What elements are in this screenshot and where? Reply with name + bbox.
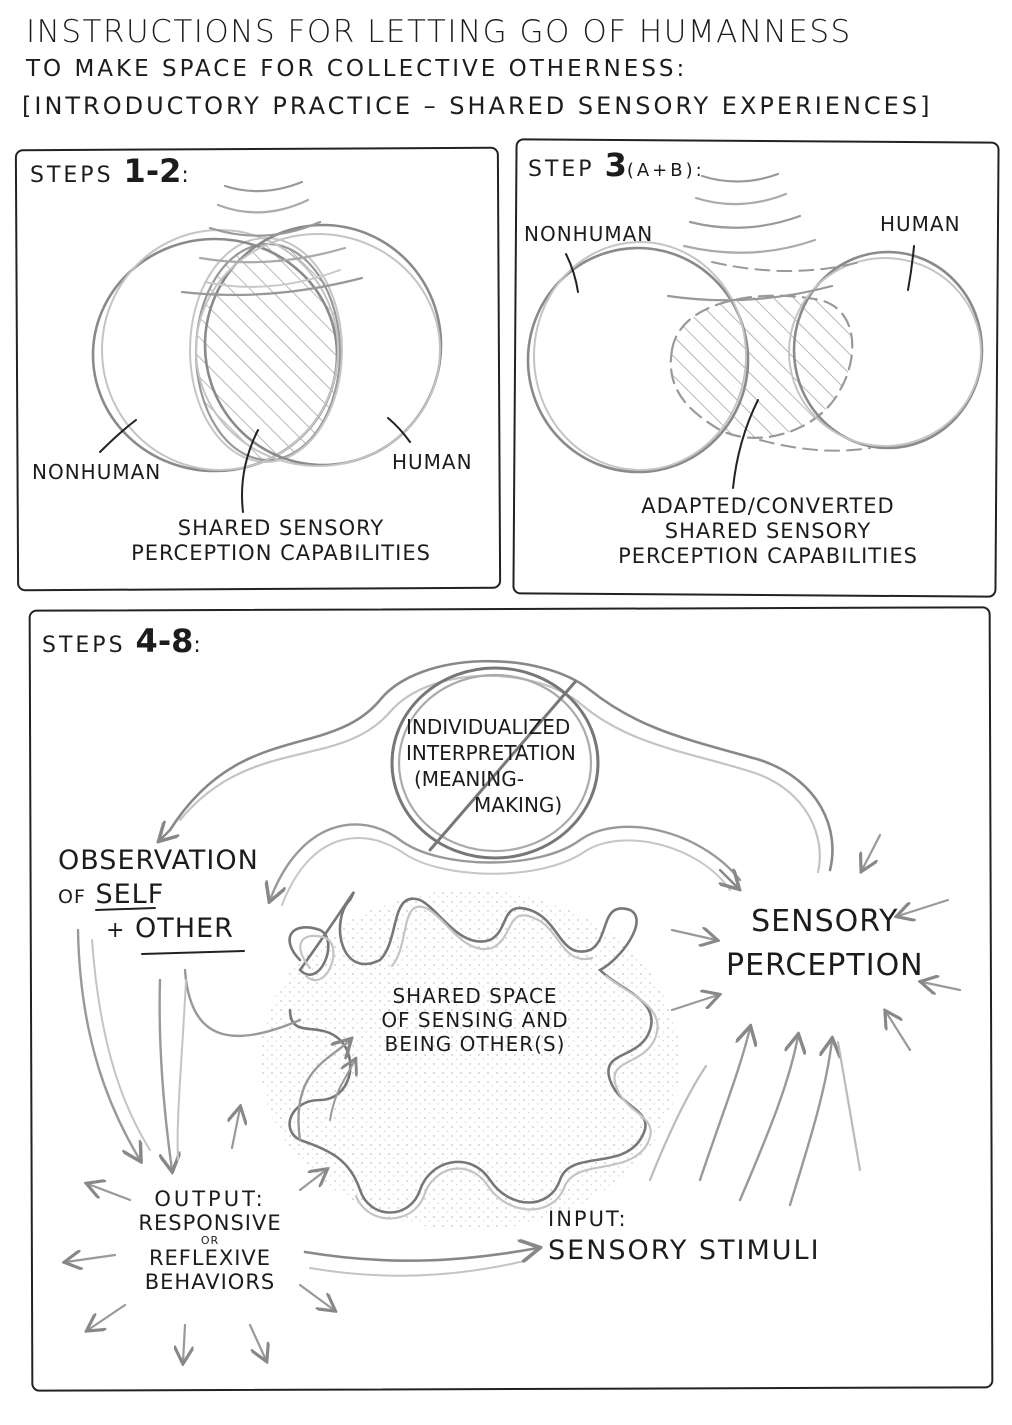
page-title: Instructions for letting go of humanness bbox=[26, 14, 852, 50]
output-label: Output: Responsive or reflexive behavior… bbox=[110, 1187, 310, 1294]
interpretation-loop bbox=[168, 659, 834, 872]
interpretation-line1: Individualized bbox=[406, 715, 571, 739]
panel3-diagram bbox=[66, 659, 962, 1362]
panel2-adapted-region bbox=[669, 294, 854, 439]
output-line2: Responsive bbox=[138, 1210, 282, 1235]
input-line1: Input: bbox=[548, 1207, 628, 1231]
panel2-step-suffix: (A+B): bbox=[626, 160, 705, 181]
input-line2: Sensory stimuli bbox=[548, 1235, 821, 1267]
panel2-nonhuman-label: Nonhuman bbox=[524, 222, 654, 246]
shared-space-line1: Shared space bbox=[392, 984, 558, 1008]
observation-plus: + bbox=[106, 917, 126, 943]
panel1-shared-line2: perception capabilities bbox=[131, 541, 431, 566]
shared-space-dots bbox=[260, 890, 680, 1230]
panel3-step-label: Steps bbox=[42, 633, 126, 658]
observation-self: self bbox=[95, 878, 165, 910]
interpretation-strike bbox=[428, 680, 577, 852]
panel1-nonhuman-label: Nonhuman bbox=[32, 460, 162, 484]
panel3-step-number: 4-8 bbox=[135, 622, 194, 660]
panel1-step-suffix: : bbox=[181, 163, 192, 188]
panel2-adapted-line1: Adapted/converted bbox=[641, 494, 895, 518]
panel1-shared-line1: Shared sensory bbox=[177, 516, 385, 540]
sensory-perception-label: Sensory perception bbox=[726, 900, 924, 987]
sensory-line2: perception bbox=[726, 947, 924, 983]
panel1-step-heading: Steps 1-2: bbox=[30, 152, 192, 190]
panel1-human-label: Human bbox=[392, 450, 473, 474]
interpretation-line3: (meaning- bbox=[414, 767, 524, 791]
panel2-step-heading: Step 3(A+B): bbox=[528, 146, 705, 184]
shared-space-line2: of sensing and bbox=[381, 1008, 569, 1032]
panel2-adapted-label: Adapted/converted shared sensory percept… bbox=[586, 494, 950, 570]
interpretation-circle bbox=[390, 666, 600, 860]
practice-heading: [introductory practice – shared sensory … bbox=[22, 92, 933, 120]
observation-of: of bbox=[58, 885, 86, 908]
panel2-human-label: Human bbox=[880, 212, 961, 236]
panel1-step-number: 1-2 bbox=[123, 152, 182, 190]
panel2-adapted-line2: shared sensory bbox=[664, 519, 872, 544]
shared-space-line3: being other(s) bbox=[384, 1032, 566, 1056]
sensory-line1: Sensory bbox=[751, 904, 899, 939]
output-line3: reflexive bbox=[148, 1246, 272, 1271]
panel2-step-number: 3 bbox=[604, 146, 627, 184]
panel2-human-circle bbox=[792, 250, 984, 450]
output-line1: Output: bbox=[154, 1187, 266, 1211]
panel1-venn bbox=[91, 180, 443, 513]
observation-other: other bbox=[135, 912, 234, 944]
input-label: Input: Sensory stimuli bbox=[548, 1206, 821, 1268]
panel1-shared-label: Shared sensory perception capabilities bbox=[122, 516, 440, 566]
panel2-venn bbox=[526, 172, 984, 489]
interpretation-line4: making) bbox=[474, 793, 563, 817]
panel2-step-label: Step bbox=[528, 157, 595, 182]
observation-label: Observation of self + other bbox=[58, 844, 259, 945]
panel2-adapted-line3: perception capabilities bbox=[618, 544, 918, 569]
panel2-nonhuman-circle bbox=[526, 246, 750, 474]
shared-space-label: Shared space of sensing and being other(… bbox=[350, 984, 600, 1056]
output-line4: behaviors bbox=[144, 1269, 276, 1294]
output-or: or bbox=[200, 1234, 220, 1248]
page-subtitle: to make space for collective otherness: bbox=[26, 56, 688, 82]
panel1-step-label: Steps bbox=[30, 163, 114, 188]
observation-line1: Observation bbox=[58, 845, 259, 876]
panel3-step-suffix: : bbox=[193, 633, 204, 658]
panel3-step-heading: Steps 4-8: bbox=[42, 622, 204, 660]
interpretation-line2: interpretation bbox=[406, 741, 576, 765]
interpretation-label: Individualized interpretation (meaning- … bbox=[406, 714, 576, 818]
